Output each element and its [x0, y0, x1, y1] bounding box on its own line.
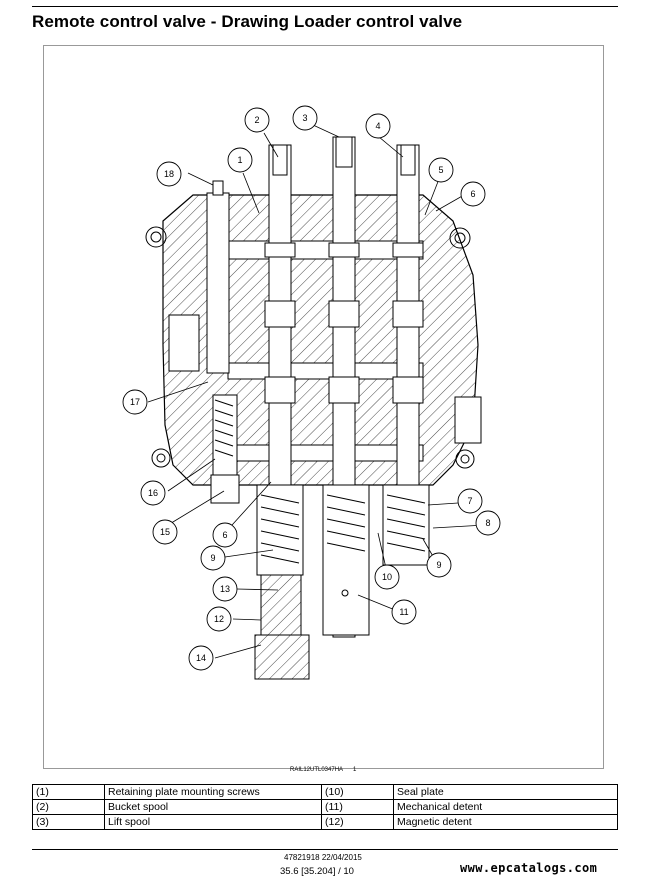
callout-3: 3	[302, 113, 307, 123]
callout-6-lower: 6	[222, 530, 227, 540]
callout-15: 15	[160, 527, 170, 537]
callout-14: 14	[196, 653, 206, 663]
legend-number: (12)	[321, 814, 394, 830]
figure-frame	[43, 45, 604, 769]
callout-10: 10	[382, 572, 392, 582]
legend-number: (2)	[32, 799, 105, 815]
callout-8: 8	[485, 518, 490, 528]
callout-2: 2	[254, 115, 259, 125]
document-reference: 47821918 22/04/2015	[284, 853, 362, 862]
figure-code: RAIL12UTL0347HA	[290, 767, 344, 773]
page-reference: 35.6 [35.204] / 10	[280, 866, 354, 877]
page-title: Remote control valve - Drawing Loader co…	[32, 12, 463, 31]
valve-drawing: 1 2 3 4 5 6 7 8 9 9 10 11 12 13 14 15 16…	[122, 105, 501, 680]
legend-label: Bucket spool	[104, 799, 322, 815]
callout-9-left: 9	[210, 553, 215, 563]
legend-label: Magnetic detent	[393, 814, 618, 830]
legend-label: Lift spool	[104, 814, 322, 830]
callout-1: 1	[237, 155, 242, 165]
callout-11: 11	[399, 607, 408, 617]
legend-label: Seal plate	[393, 784, 618, 800]
callout-7: 7	[467, 496, 472, 506]
watermark-link[interactable]: www.epcatalogs.com	[460, 861, 598, 875]
legend-label: Retaining plate mounting screws	[104, 784, 322, 800]
callout-18: 18	[164, 169, 174, 179]
top-rule	[32, 6, 618, 7]
table-row: (3) Lift spool (12) Magnetic detent	[32, 814, 618, 830]
legend-number: (10)	[321, 784, 394, 800]
table-row: (1) Retaining plate mounting screws (10)…	[32, 784, 618, 800]
callout-12: 12	[214, 614, 224, 624]
legend-number: (11)	[321, 799, 394, 815]
figure-number: 1	[353, 767, 357, 773]
table-row: (2) Bucket spool (11) Mechanical detent	[32, 799, 618, 815]
bottom-rule	[32, 849, 618, 850]
callout-4: 4	[375, 121, 380, 131]
legend-table: (1) Retaining plate mounting screws (10)…	[32, 784, 618, 830]
legend-number: (3)	[32, 814, 105, 830]
legend-number: (1)	[32, 784, 105, 800]
callout-13: 13	[220, 584, 230, 594]
callout-6: 6	[470, 189, 475, 199]
callout-17: 17	[130, 397, 140, 407]
callout-9-right: 9	[436, 560, 441, 570]
callout-16: 16	[148, 488, 158, 498]
legend-label: Mechanical detent	[393, 799, 618, 815]
callout-5: 5	[438, 165, 443, 175]
